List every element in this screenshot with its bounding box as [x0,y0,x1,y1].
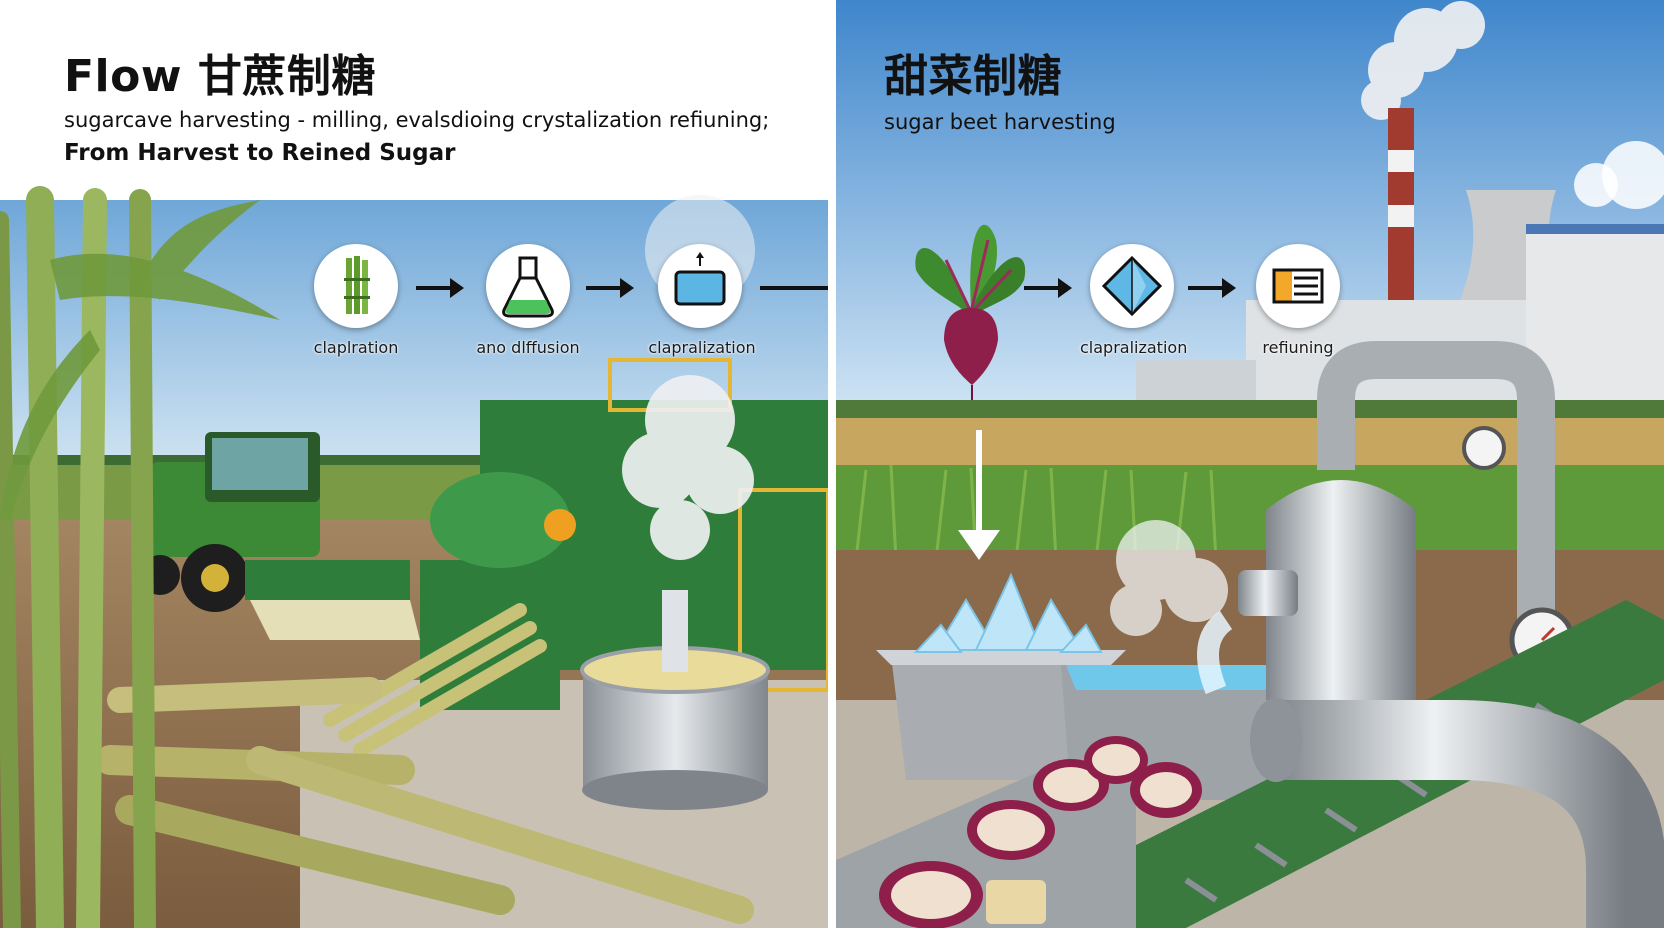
left-title: Flow 甘蔗制糖 [64,51,376,102]
left-step-2-label: ano dlffusion [476,338,580,357]
arrow-right-icon [1188,278,1236,298]
step-sugarcane-circle [314,244,398,328]
sugarcane-stalk-icon [344,256,370,314]
sugarcane-panel: Flow 甘蔗制糖 sugarcave harvesting - milling… [0,0,828,928]
arrow-right-icon [416,278,464,298]
right-title: 甜菜制糖 [884,51,1062,102]
arrow-right-long-icon [760,286,828,290]
step-tray-circle [658,244,742,328]
arrow-right-icon [1024,278,1072,298]
juice-vat-illustration [580,590,770,810]
step-crystal-circle [1090,244,1174,328]
harvester-illustration [140,432,420,640]
left-tagline: From Harvest to Reined Sugar [64,140,456,166]
refining-lines-icon [1272,268,1324,304]
step-refining-circle [1256,244,1340,328]
crystal-icon [1101,255,1163,317]
right-step-3-label: refiuning [1262,338,1334,357]
sugar-beet-panel: 甜菜制糖 sugar beet harvesting clapralizatio… [836,0,1664,928]
sugarcane-scene-illustration [0,186,828,928]
panel-divider [828,0,836,928]
left-subtitle: sugarcave harvesting - milling, evalsdio… [64,108,770,132]
flask-icon [502,256,554,318]
evaporation-tray-icon [674,252,726,306]
step-flask-circle [486,244,570,328]
sugar-beet-scene-illustration [836,0,1664,928]
sugar-beet-icon [915,224,1026,400]
arrow-right-icon [586,278,634,298]
left-step-1-label: claplration [313,338,399,357]
right-step-2-label: clapralization [1080,338,1188,357]
right-subtitle: sugar beet harvesting [884,110,1116,134]
left-step-3-label: clapralization [648,338,756,357]
